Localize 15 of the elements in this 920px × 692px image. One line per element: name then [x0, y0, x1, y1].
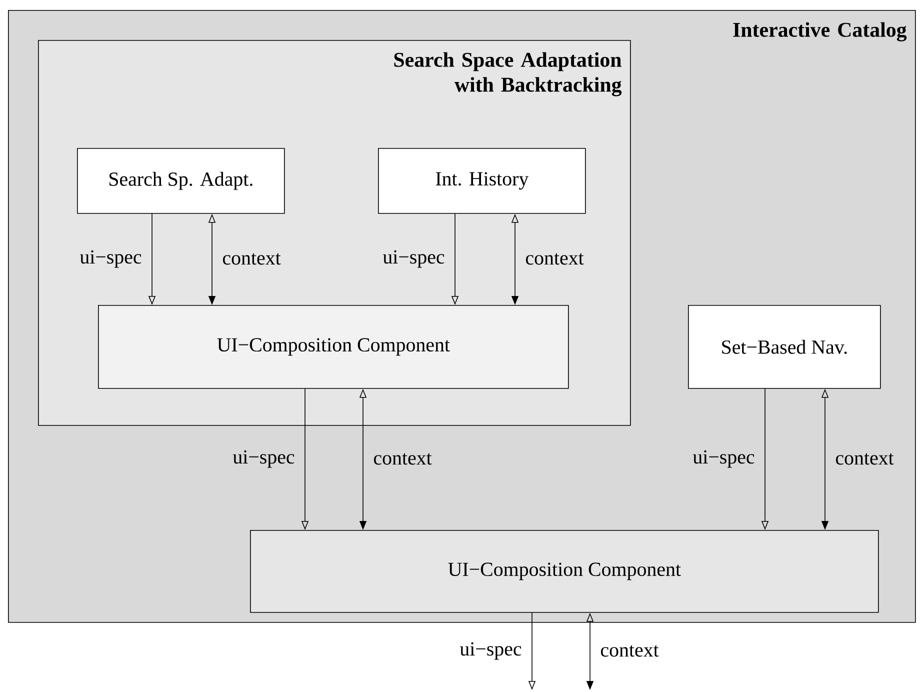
edge-label: ui−spec	[382, 250, 444, 268]
component-box: Int. History	[378, 148, 586, 214]
edge-label: ui−spec	[80, 250, 142, 268]
component-box: UI−Composition Component	[250, 530, 879, 613]
edge-label: context	[222, 253, 281, 265]
edge-label: context	[600, 645, 659, 657]
edge-label: context	[836, 453, 894, 465]
edge-label: context	[526, 253, 584, 265]
component-box: Search Sp. Adapt.	[77, 148, 285, 214]
component-box: UI−Composition Component	[98, 305, 569, 389]
edge-label: ui−spec	[460, 642, 522, 660]
edge-label: ui−spec	[232, 450, 294, 468]
edge-label: context	[374, 453, 432, 465]
edge-label: ui−spec	[692, 450, 754, 468]
component-box: Set−Based Nav.	[688, 305, 881, 389]
